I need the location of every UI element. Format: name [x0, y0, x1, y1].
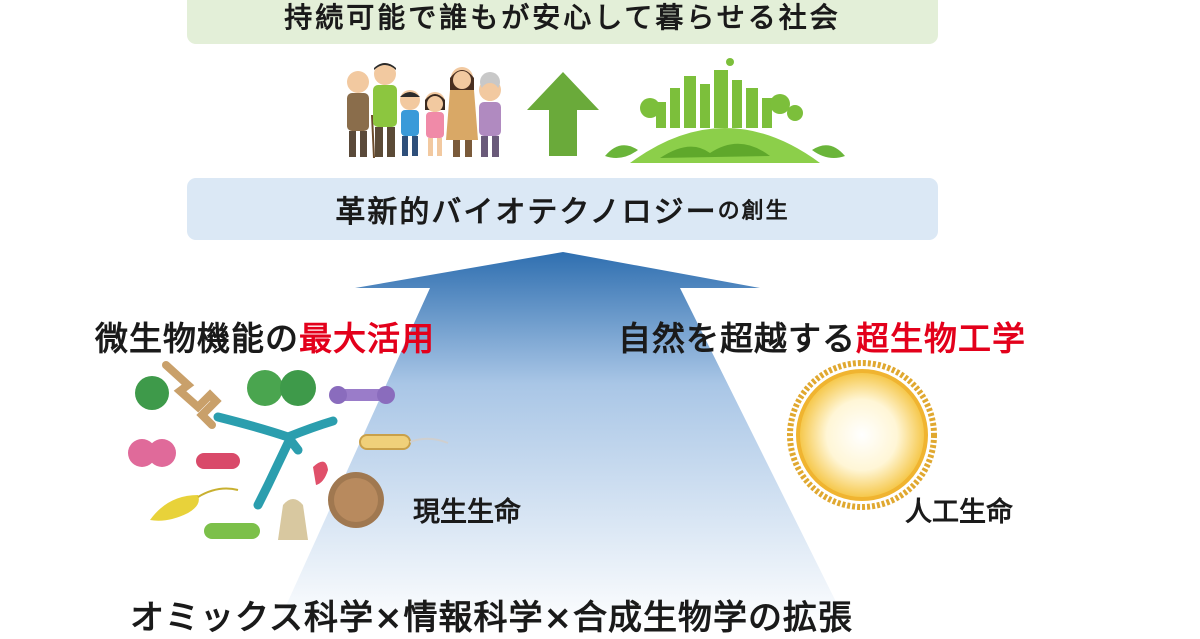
innovation-suffix-text: の創生 — [717, 199, 790, 224]
left-heading: 微生物機能の最大活用 — [95, 312, 435, 360]
artificial-cell-icon — [787, 360, 937, 510]
left-heading-normal: 微生物機能の — [95, 319, 299, 358]
artificial-life-label: 人工生命 — [905, 497, 1013, 528]
left-heading-highlight: 最大活用 — [299, 319, 435, 358]
innovation-main-text: 革新的バイオテクノロジー — [335, 195, 718, 230]
goal-box: 持続可能で誰もが安心して暮らせる社会 — [187, 0, 938, 44]
right-heading: 自然を超越する超生物工学 — [618, 312, 1026, 360]
up-arrow-icon — [527, 72, 599, 156]
goal-text: 持続可能で誰もが安心して暮らせる社会 — [284, 1, 841, 34]
current-life-label: 現生生命 — [413, 497, 521, 528]
microbes-icon — [128, 361, 449, 540]
eco-earth-icon — [605, 58, 845, 163]
foundation-text: オミックス科学×情報科学×合成生物学の拡張 — [130, 598, 853, 638]
family-icon — [347, 63, 501, 159]
innovation-box: 革新的バイオテクノロジーの創生 — [187, 178, 938, 240]
right-heading-highlight: 超生物工学 — [856, 319, 1026, 358]
right-heading-normal: 自然を超越する — [618, 319, 856, 358]
